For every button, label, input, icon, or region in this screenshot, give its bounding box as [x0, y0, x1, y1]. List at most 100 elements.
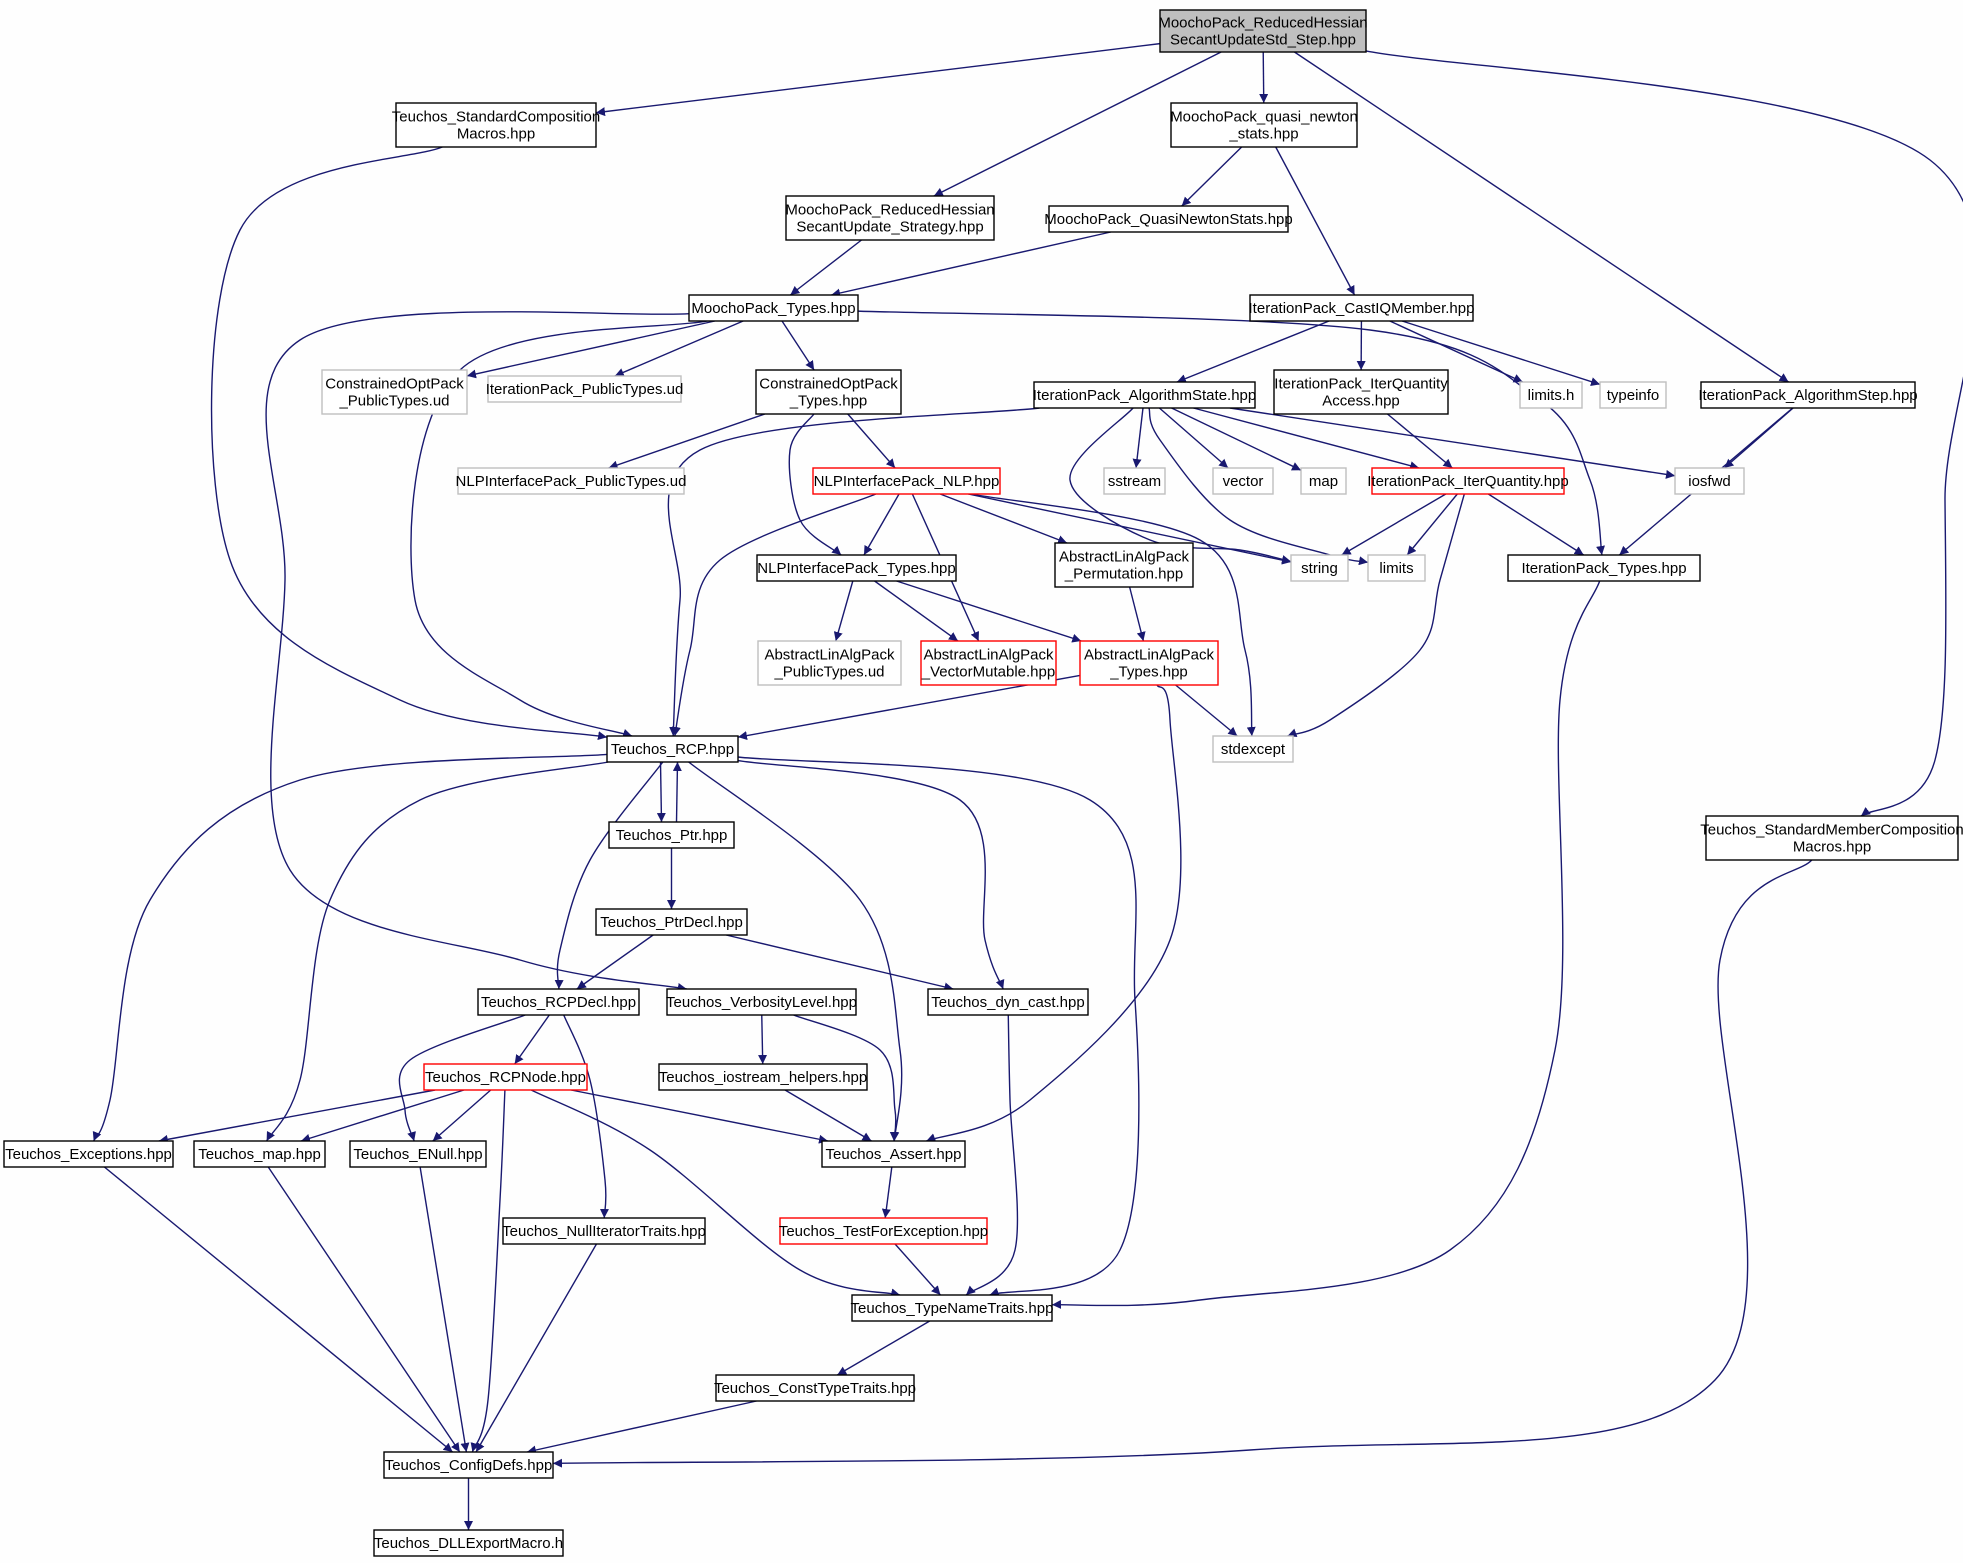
- edge-root-to-stdmemcomp: [1365, 50, 1963, 817]
- edge-rhsu_strategy-to-moocho_types: [789, 239, 862, 296]
- node-iohelpers[interactable]: Teuchos_iostream_helpers.hpp: [658, 1063, 868, 1091]
- node-vector: vector: [1212, 467, 1274, 495]
- node-it_types[interactable]: IterationPack_Types.hpp: [1507, 554, 1701, 582]
- node-label-ala_types: AbstractLinAlgPack: [1084, 647, 1215, 664]
- node-rcpdecl[interactable]: Teuchos_RCPDecl.hpp: [477, 988, 640, 1016]
- edge-moocho_types-to-it_pub: [614, 320, 744, 377]
- node-label-ctt: Teuchos_ConstTypeTraits.hpp: [714, 1380, 916, 1397]
- node-nlp[interactable]: NLPInterfacePack_NLP.hpp: [812, 467, 1001, 495]
- edge-perm-to-ala_types: [1128, 586, 1146, 642]
- node-tfe[interactable]: Teuchos_TestForException.hpp: [779, 1217, 988, 1245]
- edge-qnstats_hpp-to-castiq: [1275, 146, 1356, 296]
- node-perm[interactable]: AbstractLinAlgPack_Permutation.hpp: [1054, 542, 1194, 588]
- edge-algstate-to-string: [1069, 407, 1292, 564]
- node-label-rcpdecl: Teuchos_RCPDecl.hpp: [481, 994, 636, 1011]
- node-label-ptr: Teuchos_Ptr.hpp: [616, 827, 728, 844]
- edge-rcpnode-to-tnt: [530, 1089, 901, 1298]
- node-vecmut[interactable]: AbstractLinAlgPack_VectorMutable.hpp: [920, 640, 1057, 686]
- node-iosfwd: iosfwd: [1674, 467, 1745, 495]
- edge-moocho_types-to-it_types: [857, 310, 1605, 556]
- node-ctt[interactable]: Teuchos_ConstTypeTraits.hpp: [714, 1374, 916, 1402]
- node-limits: limits: [1367, 554, 1426, 582]
- node-box-vector: [1212, 467, 1274, 495]
- node-label-stdmemcomp: Macros.hpp: [1793, 839, 1871, 856]
- node-root[interactable]: MoochoPack_ReducedHessianSecantUpdateStd…: [1158, 9, 1368, 53]
- edge-moocho_types-to-verb: [265, 311, 690, 992]
- node-algstep[interactable]: IterationPack_AlgorithmStep.hpp: [1698, 381, 1918, 409]
- node-algstate[interactable]: IterationPack_AlgorithmState.hpp: [1033, 381, 1256, 409]
- edge-moocho_types-to-co_pub: [466, 320, 715, 379]
- node-label-it_pub: IterationPack_PublicTypes.ud: [486, 381, 684, 398]
- node-rcpnode[interactable]: Teuchos_RCPNode.hpp: [423, 1063, 588, 1091]
- edge-rcpnode-to-exceptions: [158, 1089, 436, 1144]
- node-config[interactable]: Teuchos_ConfigDefs.hpp: [383, 1451, 554, 1479]
- node-enull[interactable]: Teuchos_ENull.hpp: [349, 1140, 487, 1168]
- node-label-nullit: Teuchos_NullIteratorTraits.hpp: [502, 1223, 706, 1240]
- node-box-rcp: [606, 735, 739, 763]
- edge-ptrdecl-to-dyncast: [726, 934, 954, 992]
- node-label-limits_h: limits.h: [1528, 387, 1575, 404]
- node-tmap[interactable]: Teuchos_map.hpp: [193, 1140, 326, 1168]
- edge-rcp-to-tmap: [266, 761, 609, 1142]
- node-dll[interactable]: Teuchos_DLLExportMacro.h: [373, 1529, 564, 1557]
- node-label-dll: Teuchos_DLLExportMacro.h: [374, 1535, 563, 1552]
- node-label-qnstats: MoochoPack_QuasiNewtonStats.hpp: [1044, 211, 1292, 228]
- edge-ptr-to-rcp: [672, 761, 682, 823]
- node-label-exceptions: Teuchos_Exceptions.hpp: [5, 1146, 172, 1163]
- node-label-vecmut: _VectorMutable.hpp: [921, 664, 1055, 681]
- node-co_types[interactable]: ConstrainedOptPack_Types.hpp: [755, 369, 902, 415]
- node-dyncast[interactable]: Teuchos_dyn_cast.hpp: [927, 988, 1089, 1016]
- node-ptrdecl[interactable]: Teuchos_PtrDecl.hpp: [595, 908, 748, 936]
- edge-enull-to-config: [419, 1166, 470, 1453]
- edge-verb-to-iohelpers: [758, 1014, 768, 1065]
- node-iterquantity[interactable]: IterationPack_IterQuantity.hpp: [1367, 467, 1569, 495]
- edge-moocho_types-to-rcp: [410, 320, 708, 738]
- node-label-moocho_types: MoochoPack_Types.hpp: [691, 300, 855, 317]
- node-map: map: [1300, 467, 1347, 495]
- node-limits_h: limits.h: [1519, 381, 1583, 409]
- node-label-root: MoochoPack_ReducedHessian: [1158, 15, 1367, 32]
- node-ptr[interactable]: Teuchos_Ptr.hpp: [608, 821, 735, 849]
- edge-rcpdecl-to-rcpnode: [514, 1014, 550, 1065]
- node-box-moocho_types: [688, 294, 859, 322]
- node-label-vecmut: AbstractLinAlgPack: [923, 647, 1054, 664]
- node-nullit[interactable]: Teuchos_NullIteratorTraits.hpp: [502, 1217, 706, 1245]
- node-moocho_types[interactable]: MoochoPack_Types.hpp: [688, 294, 859, 322]
- edge-nlp_types-to-ala_pub: [833, 580, 854, 642]
- edge-castiq-to-typeinfo: [1401, 320, 1601, 386]
- node-box-rhsu_strategy: [785, 195, 995, 241]
- node-label-ptrdecl: Teuchos_PtrDecl.hpp: [600, 914, 743, 931]
- node-rcp[interactable]: Teuchos_RCP.hpp: [606, 735, 739, 763]
- node-stdmemcomp[interactable]: Teuchos_StandardMemberCompositionMacros.…: [1700, 815, 1963, 861]
- edge-qnstats_hpp-to-qnstats: [1181, 146, 1243, 207]
- edge-dyncast-to-tnt: [965, 1014, 1019, 1296]
- edge-layer: [92, 42, 1963, 1530]
- edge-rcp-to-tnt: [737, 756, 1140, 1297]
- edge-moocho_types-to-co_types: [781, 320, 815, 371]
- node-qnstats[interactable]: MoochoPack_QuasiNewtonStats.hpp: [1044, 205, 1293, 233]
- edge-assert-to-tfe: [881, 1166, 893, 1219]
- node-ala_pub: AbstractLinAlgPack_PublicTypes.ud: [757, 640, 902, 686]
- node-ala_types[interactable]: AbstractLinAlgPack_Types.hpp: [1079, 640, 1219, 686]
- node-box-ctt: [715, 1374, 915, 1402]
- node-assert[interactable]: Teuchos_Assert.hpp: [821, 1140, 966, 1168]
- node-castiq[interactable]: IterationPack_CastIQMember.hpp: [1249, 294, 1475, 322]
- edge-tfe-to-tnt: [894, 1243, 941, 1296]
- node-qnstats_hpp[interactable]: MoochoPack_quasi_newton_stats.hpp: [1170, 102, 1358, 148]
- edge-tnt-to-ctt: [836, 1320, 931, 1376]
- node-box-rcpnode: [423, 1063, 588, 1091]
- node-label-iterquantity: IterationPack_IterQuantity.hpp: [1367, 473, 1569, 490]
- node-rhsu_strategy[interactable]: MoochoPack_ReducedHessianSecantUpdate_St…: [785, 195, 995, 241]
- node-box-algstep: [1700, 381, 1916, 409]
- node-label-stdcomp: Macros.hpp: [457, 126, 535, 143]
- node-box-algstate: [1033, 381, 1256, 409]
- node-tnt[interactable]: Teuchos_TypeNameTraits.hpp: [851, 1294, 1054, 1322]
- node-box-iosfwd: [1674, 467, 1745, 495]
- node-exceptions[interactable]: Teuchos_Exceptions.hpp: [3, 1140, 174, 1168]
- node-label-perm: _Permutation.hpp: [1064, 566, 1183, 583]
- node-verb[interactable]: Teuchos_VerbosityLevel.hpp: [666, 988, 857, 1016]
- edge-rcp-to-ptr: [656, 761, 666, 823]
- node-nlp_types[interactable]: NLPInterfacePack_Types.hpp: [756, 554, 957, 582]
